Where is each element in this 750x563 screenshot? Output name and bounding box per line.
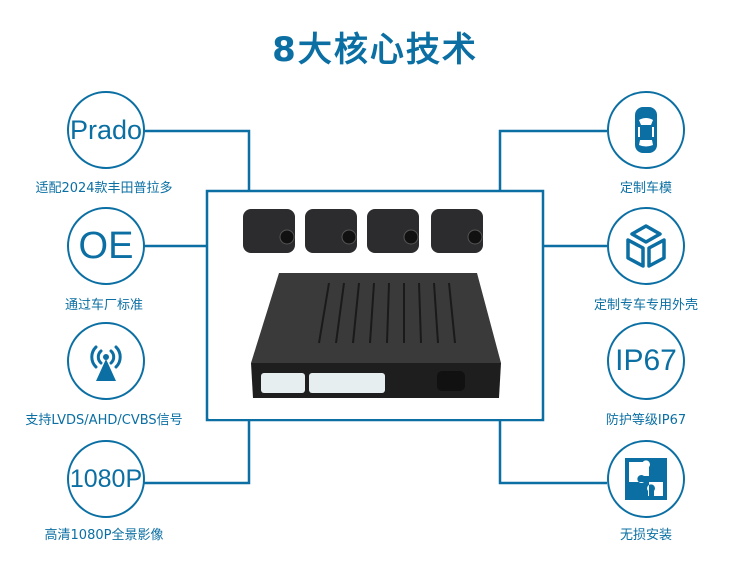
cube-icon	[607, 207, 685, 285]
control-box	[251, 273, 501, 398]
camera-icon	[243, 209, 483, 253]
feature-label: 防护等级IP67	[605, 413, 687, 428]
signal-tower-icon	[67, 322, 145, 400]
badge-text: 1080P	[69, 464, 143, 493]
feature-label: 支持LVDS/AHD/CVBS信号	[25, 413, 183, 428]
product-frame	[205, 189, 545, 422]
ip67-badge: IP67	[607, 322, 685, 400]
feature-label: 高清1080P全景影像	[44, 528, 164, 543]
page-title: 8大核心技术	[272, 30, 478, 70]
car-icon	[607, 91, 685, 169]
1080p-badge: 1080P	[67, 440, 145, 518]
feature-label: 定制车模	[619, 181, 672, 196]
badge-text: OE	[78, 224, 134, 267]
badge-text: Prado	[69, 114, 143, 145]
product-image	[209, 193, 541, 419]
feature-label: 通过车厂标准	[64, 298, 143, 313]
oe-badge: OE	[67, 207, 145, 285]
puzzle-icon	[607, 440, 685, 518]
feature-label: 适配2024款丰田普拉多	[35, 181, 173, 196]
feature-label: 无损安装	[619, 528, 672, 543]
feature-label: 定制专车专用外壳	[593, 298, 698, 313]
prado-badge: Prado	[67, 91, 145, 169]
badge-text: IP67	[615, 344, 677, 377]
